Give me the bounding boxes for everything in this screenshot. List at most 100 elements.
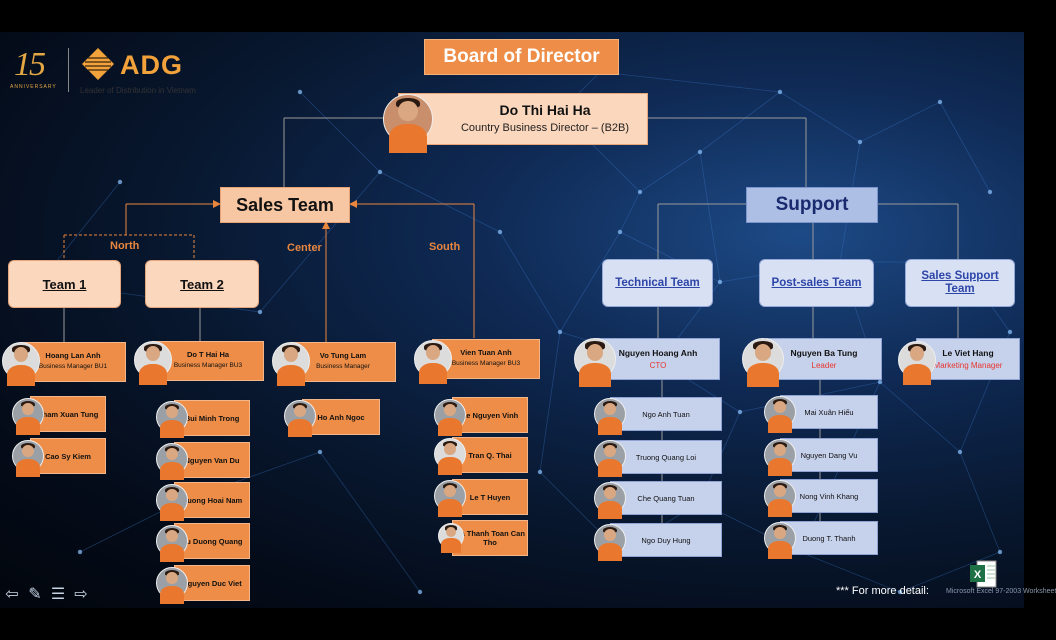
excel-file-icon[interactable]: X (969, 560, 997, 588)
team-2-box: Team 2 (145, 260, 259, 308)
avatar (284, 400, 316, 437)
member-card: Nguyen Dang Vu (780, 438, 878, 472)
avatar (764, 480, 796, 517)
avatar (272, 342, 310, 387)
network-node (1007, 329, 1013, 335)
network-line (539, 331, 561, 473)
network-line (699, 91, 781, 153)
network-node (737, 409, 743, 415)
network-node (557, 329, 563, 335)
avatar (594, 398, 626, 435)
member-name: Mai Xuân Hiếu (804, 407, 854, 417)
member-name: Ngo Duy Hung (641, 535, 691, 545)
member-name: Truong Quang Loi (635, 452, 697, 462)
network-node (897, 589, 903, 595)
avatar (764, 439, 796, 476)
member-card: Truong Quang Loi (610, 440, 722, 474)
lead-card-post-sales: Nguyen Ba Tung Leader (766, 338, 882, 380)
network-line (319, 451, 421, 593)
member-name: Le Nguyen Vinh (461, 410, 519, 420)
network-line (299, 91, 381, 173)
more-detail-text: *** For more detail: (836, 585, 929, 597)
network-node (417, 589, 423, 595)
support-box: Support (746, 187, 878, 223)
director-name: Do Thi Hai Ha (499, 102, 591, 118)
avatar (414, 340, 452, 385)
region-center-label: Center (287, 242, 322, 254)
network-node (537, 469, 543, 475)
avatar (156, 525, 188, 562)
avatar (12, 398, 44, 435)
network-node (697, 149, 703, 155)
network-line (779, 91, 861, 143)
member-name: Cao Sy Kiem (45, 451, 91, 461)
lead-role: CTO (649, 361, 667, 370)
adg-tagline: Leader of Distribution in Vietnam (80, 86, 196, 95)
sales-support-team-box: Sales Support Team (905, 259, 1015, 307)
member-name: Ha Thanh Toan Can Tho (455, 529, 525, 547)
network-line (699, 151, 721, 283)
network-line (619, 191, 641, 233)
avatar (434, 438, 466, 475)
member-name: Nguyen Van Du (184, 455, 240, 465)
member-name: Tran Q. Thai (468, 450, 512, 460)
network-line (939, 101, 991, 193)
director-role: Country Business Director – (B2B) (460, 122, 630, 134)
network-node (987, 189, 993, 195)
member-card: Nong Vinh Khang (780, 479, 878, 513)
lead-role: Marketing Manager (933, 361, 1003, 370)
network-line (599, 71, 781, 93)
director-card: Do Thi Hai Ha Country Business Director … (383, 93, 648, 153)
adg-logo-icon (82, 48, 114, 80)
avatar (434, 480, 466, 517)
previous-slide-icon[interactable]: ⇦ (5, 586, 19, 603)
avatar (434, 399, 466, 436)
region-north-label: North (110, 240, 140, 252)
network-node (957, 449, 963, 455)
slideshow-toolbar: ⇦ ✎ ☰ ⇨ (2, 585, 91, 607)
network-line (379, 171, 501, 233)
network-node (997, 549, 1003, 555)
network-line (899, 551, 1001, 593)
avatar (156, 567, 188, 604)
network-node (937, 99, 943, 105)
avatar (156, 484, 188, 521)
next-slide-icon[interactable]: ⇨ (74, 586, 88, 603)
adg-logo: ADG Leader of Distribution in Vietnam (80, 46, 230, 95)
logo-divider (68, 48, 69, 92)
lead-name: Do T Hai Ha (186, 350, 230, 359)
network-line (859, 101, 941, 143)
network-node (117, 179, 123, 185)
avatar (594, 482, 626, 519)
network-line (259, 171, 381, 313)
member-name: Vu Duong Quang (181, 536, 243, 546)
member-name: Nong Vinh Khang (799, 491, 859, 501)
sales-team-box: Sales Team (220, 187, 350, 223)
lead-role: Business Manager (316, 363, 370, 370)
technical-team-box: Technical Team (602, 259, 713, 307)
lead-name: Vo Tung Lam (319, 351, 367, 360)
network-line (879, 381, 961, 453)
avatar (156, 401, 188, 438)
network-node (317, 449, 323, 455)
member-name: Nguyen Dang Vu (800, 450, 858, 460)
network-node (777, 89, 783, 95)
network-node (617, 229, 623, 235)
member-card: Mai Xuân Hiếu (780, 395, 878, 429)
lead-name: Le Viet Hang (942, 348, 994, 358)
svg-text:X: X (974, 569, 982, 581)
network-line (959, 451, 1001, 553)
member-card: Ngo Anh Tuan (610, 397, 722, 431)
lead-name: Vien Tuan Anh (460, 348, 512, 357)
member-card: Ha Thanh Toan Can Tho (452, 520, 528, 556)
avatar (742, 338, 784, 387)
avatar (898, 341, 936, 386)
network-node (497, 229, 503, 235)
network-node (77, 549, 83, 555)
slide-menu-icon[interactable]: ☰ (50, 586, 66, 603)
excel-file-label[interactable]: Microsoft Excel 97-2003 Worksheet (946, 588, 1056, 595)
lead-name: Nguyen Ba Tung (790, 348, 858, 358)
network-node (637, 189, 643, 195)
member-name: Pham Xuan Tung (37, 409, 99, 419)
pen-icon[interactable]: ✎ (28, 586, 42, 603)
